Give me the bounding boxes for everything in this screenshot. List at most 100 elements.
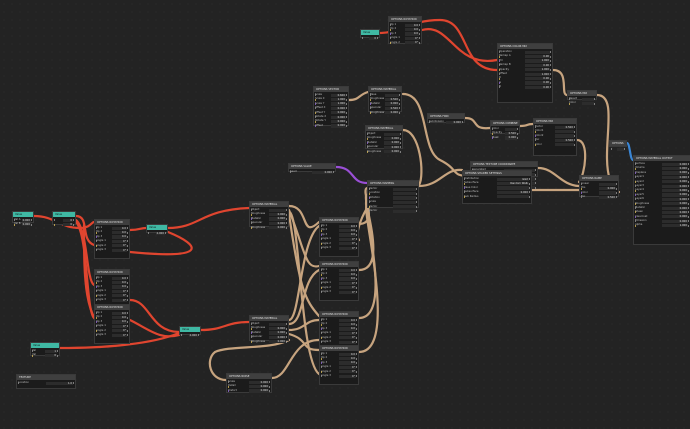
row-value-field[interactable]: 0.000 — [383, 136, 400, 141]
row-value-field[interactable]: 0.0 — [338, 272, 356, 277]
output-socket[interactable] — [286, 213, 287, 216]
node-header[interactable]: OPTIONS ROTATION — [95, 270, 129, 275]
row-value-field[interactable]: 0.000 — [268, 335, 286, 339]
input-socket[interactable] — [611, 148, 612, 151]
output-socket[interactable] — [616, 196, 617, 199]
output-socket[interactable] — [535, 182, 536, 185]
input-socket[interactable] — [96, 281, 97, 284]
input-socket[interactable] — [315, 107, 316, 110]
row-value-field[interactable]: 0.000 — [330, 124, 346, 128]
input-socket[interactable] — [96, 249, 97, 252]
output-socket[interactable] — [57, 354, 58, 357]
input-socket[interactable] — [321, 225, 322, 228]
input-socket[interactable] — [251, 336, 252, 339]
output-socket[interactable] — [399, 102, 400, 105]
output-socket[interactable] — [127, 334, 128, 337]
output-socket[interactable] — [688, 202, 689, 205]
input-socket[interactable] — [96, 244, 97, 247]
row-value-field[interactable] — [392, 187, 416, 191]
input-socket[interactable] — [96, 329, 97, 332]
output-socket[interactable] — [550, 81, 551, 84]
output-socket[interactable] — [286, 340, 287, 343]
output-socket[interactable] — [574, 139, 575, 142]
input-socket[interactable] — [535, 139, 536, 142]
output-socket[interactable] — [688, 211, 689, 214]
input-socket[interactable] — [369, 205, 370, 208]
row-value-field[interactable] — [384, 93, 399, 97]
input-socket[interactable] — [569, 102, 570, 105]
output-socket[interactable] — [517, 128, 518, 131]
input-socket[interactable] — [464, 186, 465, 189]
input-socket[interactable] — [635, 211, 636, 214]
input-socket[interactable] — [315, 120, 316, 123]
output-socket[interactable] — [356, 375, 357, 378]
input-socket[interactable] — [96, 334, 97, 337]
input-socket[interactable] — [315, 124, 316, 127]
input-socket[interactable] — [321, 233, 322, 236]
output-socket[interactable] — [73, 382, 74, 385]
output-socket[interactable] — [616, 187, 617, 190]
output-socket[interactable] — [73, 223, 74, 226]
row-value-field[interactable]: 0.00 — [525, 81, 550, 85]
output-socket[interactable] — [419, 41, 420, 44]
output-socket[interactable] — [535, 173, 536, 176]
input-socket[interactable] — [535, 126, 536, 129]
row-value-field[interactable]: 0.0 — [111, 285, 127, 289]
output-socket[interactable] — [688, 176, 689, 179]
row-value-field[interactable]: 0.000 — [383, 141, 400, 145]
input-socket[interactable] — [96, 285, 97, 288]
output-socket[interactable] — [286, 336, 287, 339]
input-socket[interactable] — [635, 180, 636, 183]
input-socket[interactable] — [14, 223, 15, 226]
output-socket[interactable] — [688, 207, 689, 210]
row-value-field[interactable]: 0° — [338, 242, 356, 246]
row-value-field[interactable]: 0° — [338, 281, 356, 285]
output-socket[interactable] — [550, 86, 551, 89]
input-socket[interactable] — [370, 102, 371, 105]
output-socket[interactable] — [574, 130, 575, 133]
row-value-field[interactable]: 0.00 — [525, 85, 550, 89]
output-socket[interactable] — [286, 222, 287, 225]
input-socket[interactable] — [315, 98, 316, 101]
output-socket[interactable] — [356, 323, 357, 326]
row-value-field[interactable]: 0° — [338, 331, 356, 335]
input-socket[interactable] — [251, 213, 252, 216]
output-socket[interactable] — [127, 235, 128, 238]
row-value-field[interactable] — [554, 129, 574, 134]
input-socket[interactable] — [635, 215, 636, 218]
node-header[interactable]: OPTIONS MIX — [534, 119, 576, 124]
input-socket[interactable] — [321, 353, 322, 356]
row-value-field[interactable]: 0.000 — [311, 170, 333, 174]
input-socket[interactable] — [369, 188, 370, 191]
input-socket[interactable] — [54, 223, 55, 226]
row-value-field[interactable]: 0° — [338, 246, 356, 250]
output-socket[interactable] — [400, 133, 401, 136]
node-small-pink[interactable]: OPTIONS — [609, 140, 627, 151]
output-socket[interactable] — [286, 217, 287, 220]
row-value-field[interactable]: 0.00 — [525, 63, 550, 67]
row-value-field[interactable]: 0.000 — [248, 389, 269, 393]
input-socket[interactable] — [251, 217, 252, 220]
row-value-field[interactable]: 0.500 — [554, 125, 574, 129]
row-value-field[interactable]: 0.600 — [330, 93, 346, 97]
input-socket[interactable] — [321, 332, 322, 335]
input-socket[interactable] — [315, 116, 316, 119]
input-socket[interactable] — [635, 193, 636, 196]
output-socket[interactable] — [356, 361, 357, 364]
input-socket[interactable] — [321, 336, 322, 339]
input-socket[interactable] — [228, 381, 229, 384]
node-header[interactable]: OPTIONS MATERIAL — [250, 316, 288, 321]
node-header[interactable]: OPTIONS SHADER SETTINGS — [463, 171, 531, 176]
input-socket[interactable] — [251, 331, 252, 334]
input-socket[interactable] — [321, 361, 322, 364]
output-socket[interactable] — [419, 24, 420, 27]
output-socket[interactable] — [535, 169, 536, 172]
